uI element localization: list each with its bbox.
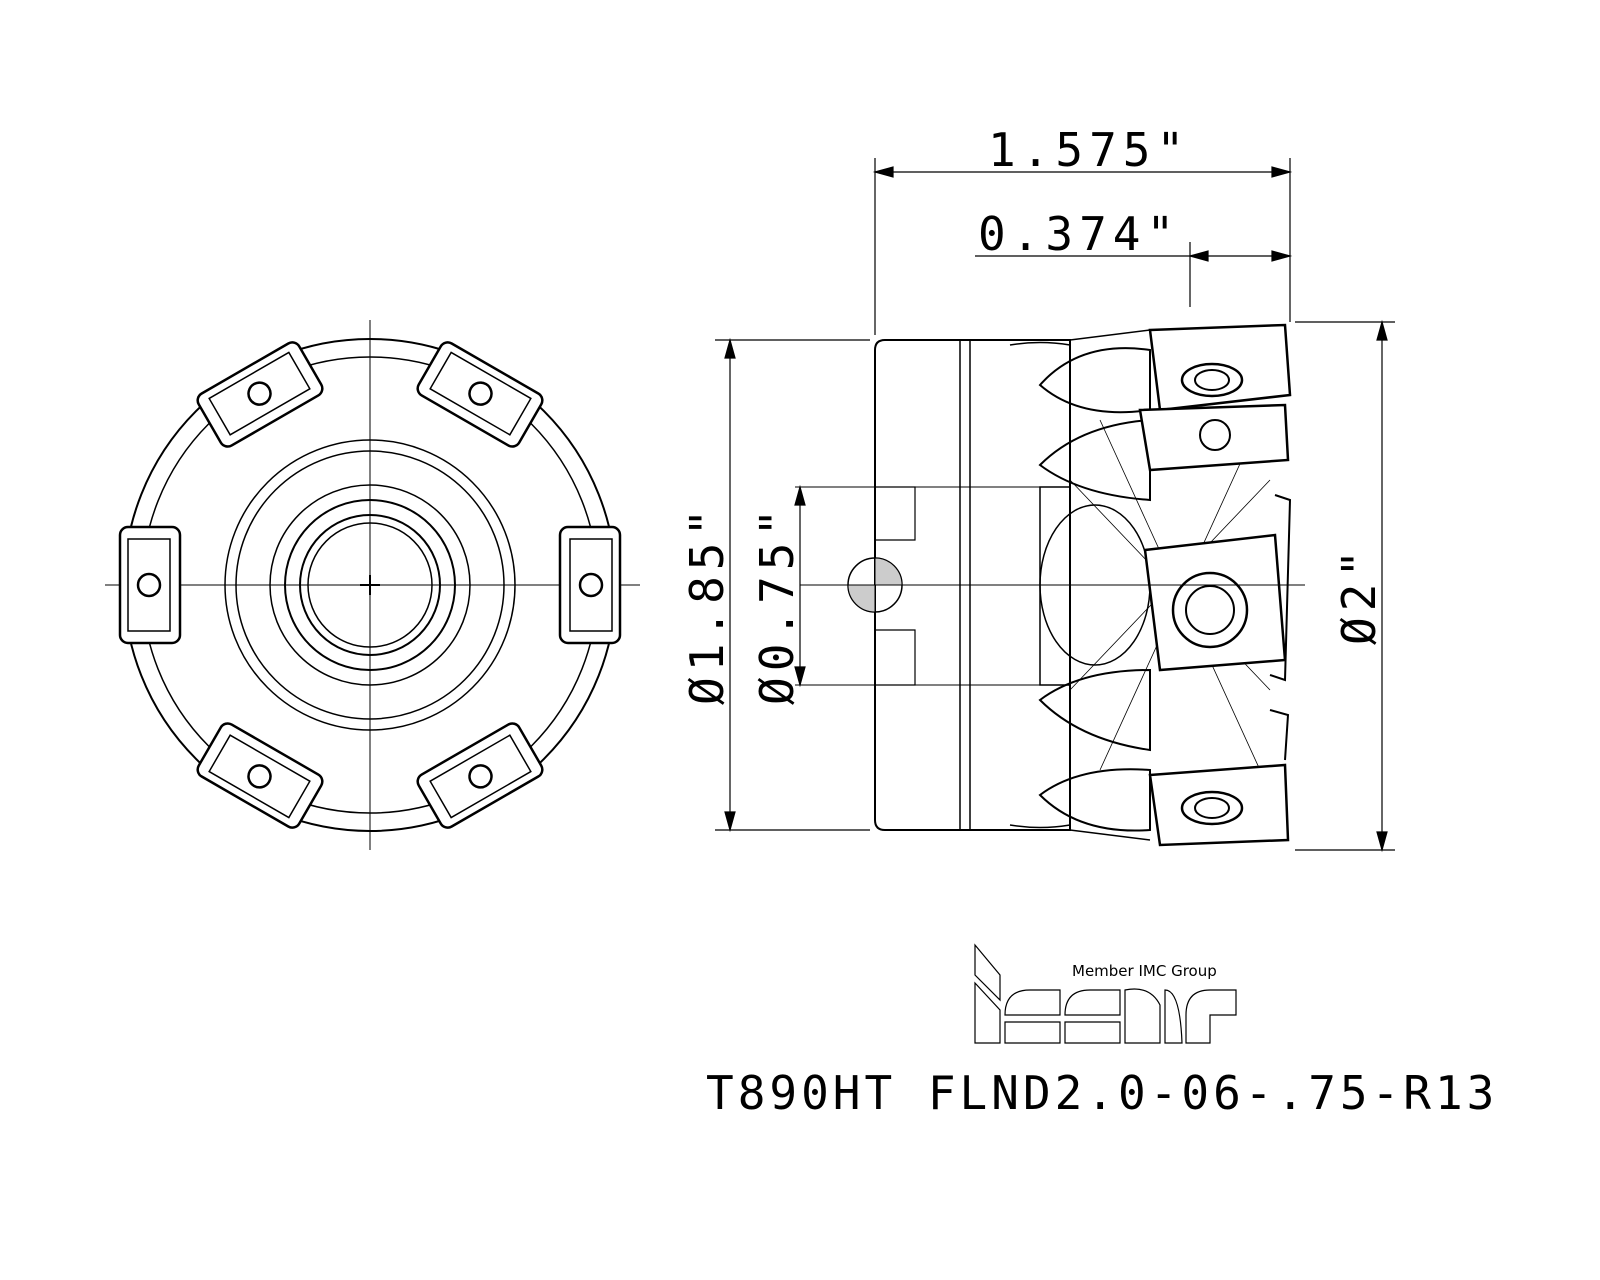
end-view-insert xyxy=(196,722,324,829)
part-number: T890HT FLND2.0-06-.75-R13 xyxy=(706,1066,1499,1120)
logo-tagline: Member IMC Group xyxy=(1072,962,1217,980)
dim-cutting-diameter: Ø2" xyxy=(1332,544,1386,645)
end-view-insert xyxy=(196,341,324,448)
iscar-logo: Member IMC Group xyxy=(974,943,1237,1044)
side-insert-bottom xyxy=(1148,709,1290,847)
end-view-inserts xyxy=(118,341,622,829)
side-insert-top xyxy=(1138,323,1292,472)
dim-body-diameter: Ø1.85" xyxy=(680,503,734,705)
dim-bore-diameter: Ø0.75" xyxy=(750,503,804,705)
end-view-insert xyxy=(416,341,544,448)
side-view xyxy=(795,323,1305,847)
end-view xyxy=(105,320,640,850)
dim-overall-length: 1.575" xyxy=(988,123,1190,177)
end-view-insert xyxy=(416,722,544,829)
end-view-insert xyxy=(118,525,182,645)
side-insert-middle xyxy=(1143,494,1292,682)
end-view-insert xyxy=(558,525,622,645)
dimension-lines xyxy=(715,158,1395,853)
dim-insert-length: 0.374" xyxy=(978,207,1180,261)
